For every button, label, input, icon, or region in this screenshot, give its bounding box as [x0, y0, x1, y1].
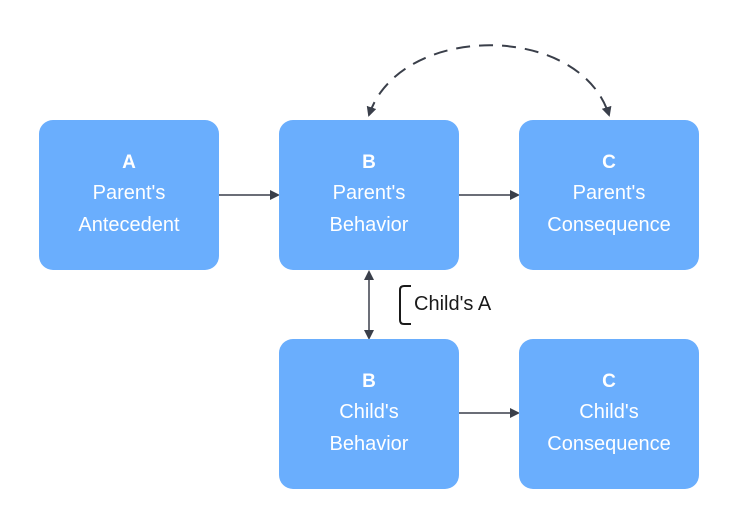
node-label-line1: Parent's — [572, 182, 646, 204]
node-parent-consequence: C Parent's Consequence — [519, 120, 699, 270]
node-letter: A — [122, 152, 136, 173]
node-label-line1: Child's — [579, 401, 639, 423]
node-letter: B — [362, 152, 376, 173]
child-antecedent-bracket — [399, 285, 411, 325]
node-letter: C — [602, 371, 616, 392]
node-label-line2: Behavior — [329, 433, 409, 455]
node-parent-behavior: B Parent's Behavior — [279, 120, 459, 270]
node-label-line2: Antecedent — [78, 214, 180, 236]
node-label-line1: Child's — [339, 401, 399, 423]
node-letter: C — [602, 152, 616, 173]
node-label-line2: Consequence — [547, 214, 671, 236]
node-label-line1: Parent's — [92, 182, 166, 204]
node-label-line2: Consequence — [547, 433, 671, 455]
dashed-feedback-arrow — [366, 44, 612, 117]
child-antecedent-label: Child's A — [414, 293, 492, 315]
node-child-consequence: C Child's Consequence — [519, 339, 699, 489]
node-label-line1: Parent's — [332, 182, 406, 204]
node-parent-antecedent: A Parent's Antecedent — [39, 120, 219, 270]
node-child-behavior: B Child's Behavior — [279, 339, 459, 489]
node-label-line2: Behavior — [329, 214, 409, 236]
node-letter: B — [362, 371, 376, 392]
